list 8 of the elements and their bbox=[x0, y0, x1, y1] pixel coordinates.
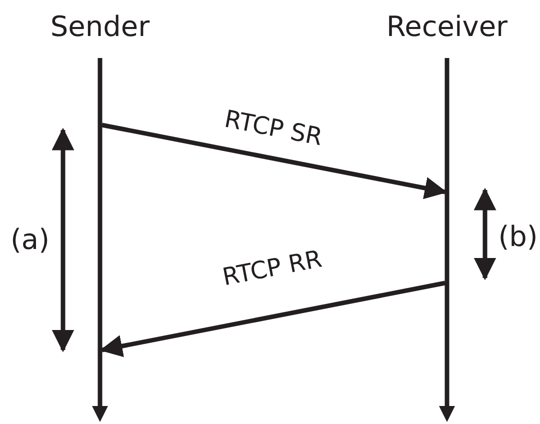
message-arrow bbox=[102, 122, 448, 200]
lifeline-arrow bbox=[92, 58, 108, 422]
participant-label: Sender bbox=[50, 12, 150, 43]
participant-label: Receiver bbox=[386, 12, 508, 43]
interval-label: (a) bbox=[10, 224, 50, 256]
interval-label: (b) bbox=[498, 222, 538, 252]
message-arrow bbox=[100, 280, 446, 358]
lifeline-arrow bbox=[439, 58, 455, 422]
